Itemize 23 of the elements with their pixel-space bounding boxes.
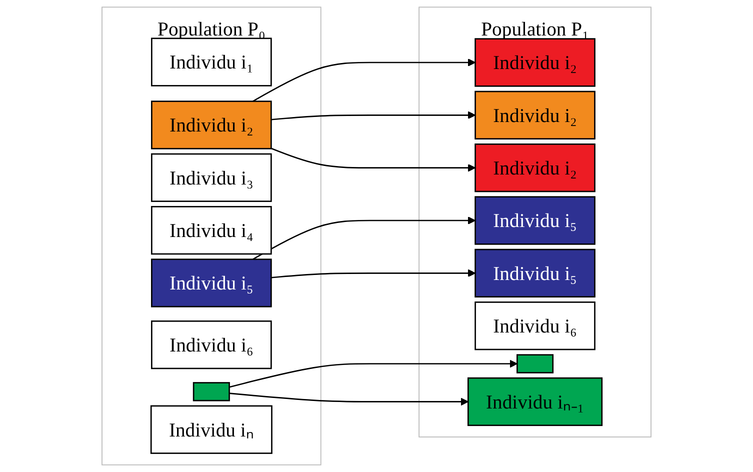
- node-box: Individu i₅: [474, 196, 596, 245]
- node-box: Individu iₙ: [150, 405, 272, 454]
- node-box: Individu i₅: [151, 258, 272, 308]
- node-box: Individu i₂: [151, 100, 272, 150]
- node-box: [516, 354, 554, 374]
- node-box: Individu i₆: [151, 320, 272, 370]
- arrow: [271, 269, 476, 278]
- node-box: Individu i₁: [151, 38, 272, 86]
- arrow: [252, 216, 476, 260]
- node-box: Individu i₅: [474, 248, 596, 298]
- node-box: Individu i₂: [474, 38, 596, 87]
- node-box: Individu i₂: [474, 90, 596, 140]
- arrow: [252, 58, 476, 102]
- node-box: Individu i₃: [151, 153, 272, 202]
- arrow: [229, 392, 468, 406]
- arrow: [229, 360, 518, 388]
- node-box: Individu i₆: [474, 302, 596, 350]
- node-box: Individu i₂: [474, 144, 596, 192]
- node-box: [192, 382, 230, 402]
- arrow: [271, 111, 476, 120]
- node-box: Individu iₙ₋₁: [467, 377, 603, 426]
- arrow: [270, 148, 476, 172]
- node-box: Individu i₄: [151, 206, 272, 255]
